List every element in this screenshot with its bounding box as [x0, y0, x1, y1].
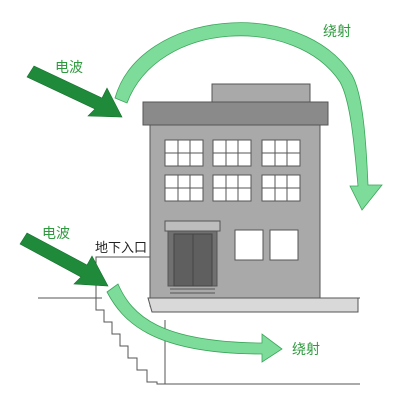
- diffraction-arrow-top-shape: [114, 22, 383, 211]
- window-row-2: [164, 174, 301, 202]
- wave-arrow-bottom-shape: [19, 232, 109, 287]
- wave-arrow-bottom: [19, 232, 109, 287]
- diffraction-label-bottom: 绕射: [292, 342, 320, 358]
- wave-arrow-top-shape: [26, 65, 123, 118]
- wave-label-top: 电波: [55, 60, 83, 76]
- diffraction-arrow-bottom-shape: [106, 283, 283, 363]
- basement-stairs: [95, 298, 165, 385]
- wave-arrow-top: [26, 65, 123, 118]
- building: [142, 83, 359, 313]
- diffraction-arrow-top: [114, 22, 383, 211]
- diffraction-label-top: 绕射: [323, 24, 351, 40]
- lower-windows: [234, 229, 299, 261]
- window: [269, 229, 299, 261]
- front-door: [164, 220, 221, 294]
- sidewalk-slab: [147, 297, 359, 313]
- wave-label-bottom: 电波: [42, 226, 70, 242]
- door-canopy: [164, 220, 221, 232]
- window-row-1: [164, 139, 301, 167]
- diffraction-arrow-bottom: [106, 283, 283, 363]
- underground-entrance-label: 地下入口: [95, 241, 147, 256]
- roof-block: [211, 83, 311, 103]
- entrance-frame: [95, 256, 151, 298]
- roof-cap: [142, 101, 329, 126]
- window: [234, 229, 264, 261]
